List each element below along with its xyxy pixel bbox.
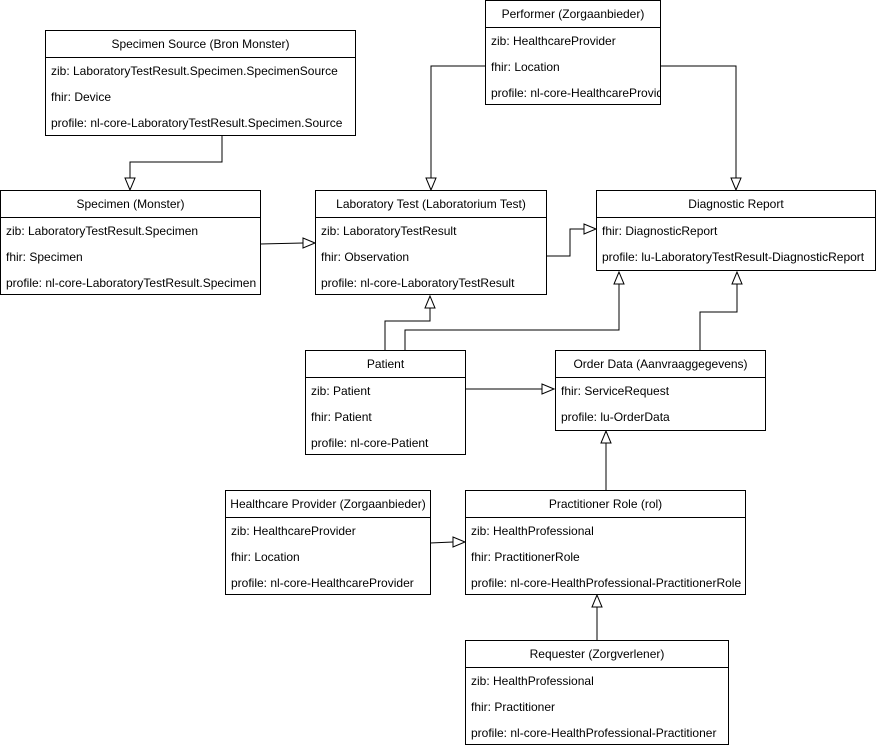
box-attribute: profile: nl-core-LaboratoryTestResult — [321, 276, 515, 290]
box-title: Laboratory Test (Laboratorium Test) — [316, 191, 546, 218]
arrowhead-lab-test-from-specimen — [302, 237, 317, 249]
arrowhead-order-data-from-practitioner-role — [600, 429, 612, 444]
box-attribute: profile: nl-core-Patient — [311, 436, 429, 450]
arrowhead-diagnostic-report-from-patient — [613, 270, 625, 285]
laboratory-test-box[interactable]: Laboratory Test (Laboratorium Test) zib:… — [315, 190, 547, 295]
box-attribute: fhir: Location — [231, 550, 300, 564]
edge-performer-to-lab-test — [430, 65, 486, 178]
box-title: Diagnostic Report — [597, 191, 875, 218]
box-title: Specimen (Monster) — [1, 191, 260, 218]
arrowhead-lab-test-from-performer — [425, 177, 437, 192]
box-attribute: zib: HealthcareProvider — [231, 524, 356, 538]
arrowhead-practitioner-role-from-healthcare-provider — [452, 536, 467, 548]
arrowhead-diagnostic-report-from-performer — [730, 177, 742, 192]
box-attribute: fhir: Device — [51, 90, 112, 104]
order-data-box[interactable]: Order Data (Aanvraaggegevens) fhir: Serv… — [555, 350, 766, 431]
box-attribute: profile: lu-LaboratoryTestResult-Diagnos… — [602, 250, 865, 264]
box-title: Requester (Zorgverlener) — [466, 641, 728, 668]
requester-box[interactable]: Requester (Zorgverlener) zib: HealthProf… — [465, 640, 729, 745]
box-title: Patient — [306, 351, 465, 378]
box-attribute: zib: LaboratoryTestResult.Specimen — [6, 224, 199, 238]
arrowhead-diagnostic-report-from-order-data — [731, 270, 743, 285]
box-attribute: zib: HealthcareProvider — [491, 34, 616, 48]
box-attribute: fhir: DiagnosticReport — [602, 224, 718, 238]
box-attribute: zib: HealthProfessional — [471, 524, 594, 538]
box-title: Specimen Source (Bron Monster) — [46, 31, 355, 58]
specimen-box[interactable]: Specimen (Monster) zib: LaboratoryTestRe… — [0, 190, 261, 295]
box-attribute: zib: LaboratoryTestResult.Specimen.Speci… — [51, 64, 338, 78]
box-attribute: fhir: Practitioner — [471, 700, 556, 714]
patient-box[interactable]: Patient zib: Patient fhir: Patient profi… — [305, 350, 466, 455]
edge-lab-test-to-diagnostic-report — [546, 228, 584, 257]
box-attribute: zib: HealthProfessional — [471, 674, 594, 688]
box-attribute: fhir: Location — [491, 60, 560, 74]
arrowhead-lab-test-from-patient — [424, 294, 436, 309]
edge-healthcare-provider-to-practitioner-role — [429, 541, 454, 544]
box-attribute: profile: nl-core-LaboratoryTestResult.Sp… — [51, 116, 343, 130]
performer-box[interactable]: Performer (Zorgaanbieder) zib: Healthcar… — [485, 0, 661, 105]
healthcare-provider-box[interactable]: Healthcare Provider (Zorgaanbieder) zib:… — [225, 490, 431, 595]
box-title: Order Data (Aanvraaggegevens) — [556, 351, 765, 378]
specimen-source-box[interactable]: Specimen Source (Bron Monster) zib: Labo… — [45, 30, 356, 136]
edge-performer-to-diagnostic-report — [660, 65, 737, 178]
box-attribute: zib: LaboratoryTestResult — [321, 224, 457, 238]
box-attribute: fhir: PractitionerRole — [471, 550, 580, 564]
box-attribute: profile: nl-core-HealthProfessional-Prac… — [471, 576, 742, 590]
edge-patient-to-lab-test — [384, 308, 431, 350]
edge-specimen-to-lab-test — [259, 242, 304, 245]
diagnostic-report-box[interactable]: Diagnostic Report fhir: DiagnosticReport… — [596, 190, 876, 271]
practitioner-role-box[interactable]: Practitioner Role (rol) zib: HealthProfe… — [465, 490, 746, 595]
box-attribute: profile: nl-core-HealthProfessional-Prac… — [471, 726, 717, 740]
box-attribute: fhir: ServiceRequest — [561, 384, 670, 398]
box-attribute: profile: lu-OrderData — [561, 410, 670, 424]
edge-order-data-to-diagnostic-report — [699, 284, 738, 350]
box-attribute: profile: nl-core-LaboratoryTestResult.Sp… — [6, 276, 257, 290]
box-attribute: fhir: Specimen — [6, 250, 83, 264]
edge-patient-to-diagnostic-report — [404, 284, 620, 350]
box-title: Healthcare Provider (Zorgaanbieder) — [226, 491, 430, 518]
edge-specimen-source-to-specimen — [129, 136, 223, 178]
arrowhead-practitioner-role-from-requester — [591, 593, 603, 608]
box-attribute: fhir: Observation — [321, 250, 410, 264]
box-title: Performer (Zorgaanbieder) — [486, 1, 660, 28]
arrowhead-specimen — [124, 177, 136, 192]
box-attribute: fhir: Patient — [311, 410, 372, 424]
box-attribute: zib: Patient — [311, 384, 371, 398]
box-attribute: profile: nl-core-HealthcareProvider — [231, 576, 414, 590]
arrowhead-diagnostic-report-from-lab-test — [583, 223, 598, 235]
box-attribute: profile: nl-core-HealthcareProvider — [491, 86, 660, 100]
box-title: Practitioner Role (rol) — [466, 491, 745, 518]
arrowhead-order-data-from-patient — [541, 383, 556, 395]
